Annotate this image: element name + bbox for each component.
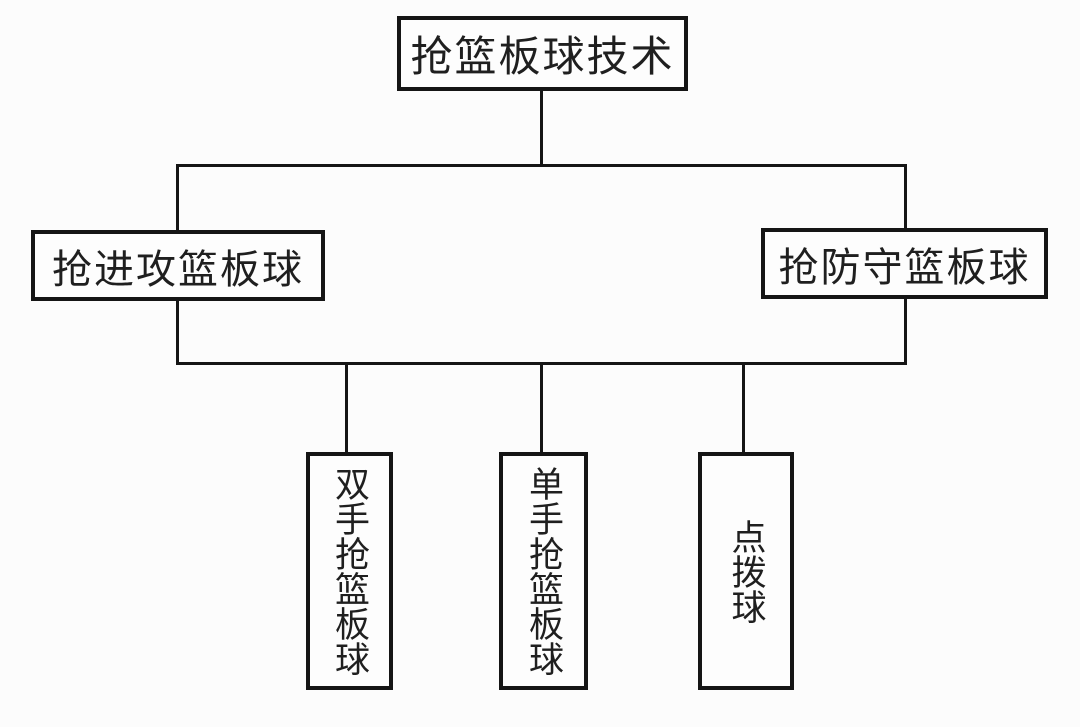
connector-frame-to-one-hand xyxy=(540,363,543,454)
node-offensive-rebound-label: 抢进攻篮板球 xyxy=(52,246,304,292)
node-two-hand-rebound-label: 双手抢篮板球 xyxy=(330,466,369,676)
node-defensive-rebound-label: 抢防守篮板球 xyxy=(778,244,1031,290)
node-two-hand-rebound: 双手抢篮板球 xyxy=(306,452,393,690)
node-offensive-rebound: 抢进攻篮板球 xyxy=(31,230,325,301)
node-tip-ball-label: 点拨球 xyxy=(726,518,766,624)
node-tip-ball: 点拨球 xyxy=(698,452,794,690)
node-one-hand-rebound-label: 单手抢篮板球 xyxy=(524,466,563,676)
node-one-hand-rebound: 单手抢篮板球 xyxy=(499,452,588,690)
node-defensive-rebound: 抢防守篮板球 xyxy=(761,228,1048,299)
connector-frame-to-tip-ball xyxy=(742,363,745,454)
node-root: 抢篮板球技术 xyxy=(397,16,688,91)
node-root-label: 抢篮板球技术 xyxy=(410,35,675,81)
connector-frame-to-two-hand xyxy=(345,363,348,454)
connector-root-to-frame xyxy=(540,90,543,166)
